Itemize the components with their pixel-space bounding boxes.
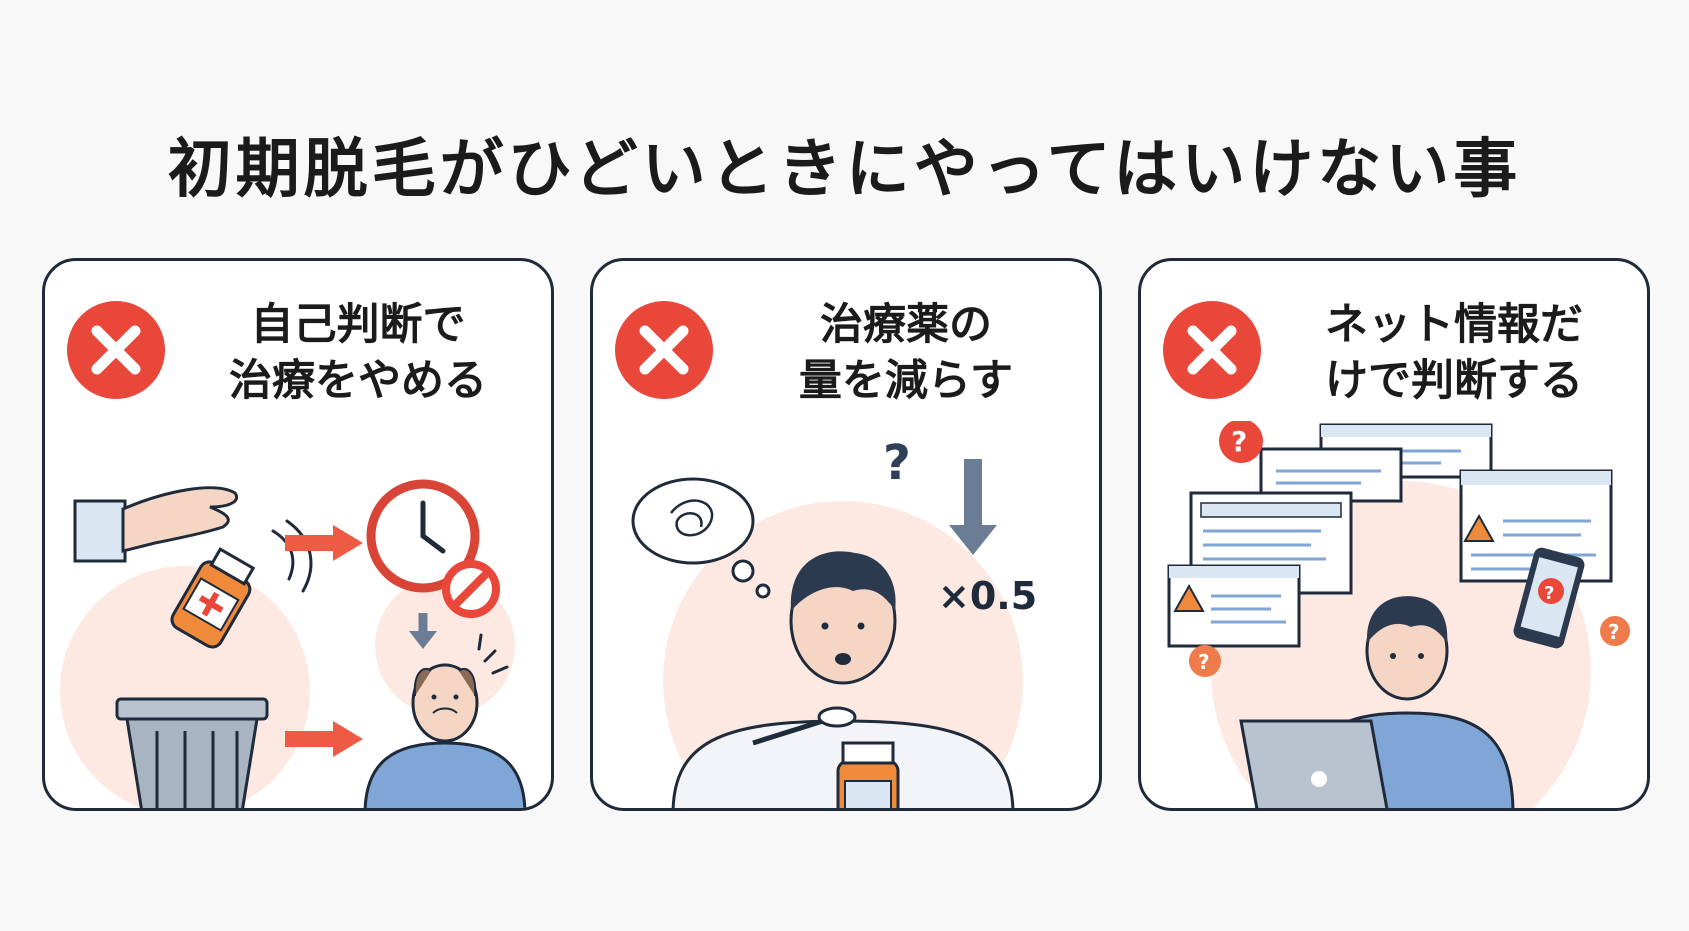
pill-bottle-icon <box>836 741 900 808</box>
arrow-right-icon <box>285 525 363 561</box>
illustration-internet-info: ? ? ? ? <box>1167 421 1630 808</box>
browser-window-icon <box>1167 564 1301 648</box>
trash-can-icon <box>115 697 269 808</box>
clock-icon <box>366 479 480 593</box>
x-mark-icon <box>67 301 165 399</box>
heading-line-2: 量を減らす <box>798 356 1014 406</box>
question-mark-icon: ? <box>883 435 911 491</box>
smartphone-icon: ? <box>1513 547 1585 649</box>
svg-text:?: ? <box>1198 650 1210 674</box>
card-heading: ネット情報だ けで判断する <box>1269 297 1639 409</box>
laptop-icon <box>1239 719 1389 808</box>
ratio-label: ×0.5 <box>938 574 1037 618</box>
heading-line-2: けで判断する <box>1325 356 1583 406</box>
arrow-down-icon <box>409 613 437 649</box>
illustration-stop-treatment <box>60 479 527 808</box>
question-bubble-icon: ? <box>1219 421 1263 463</box>
heading-line-1: 自己判断で <box>250 300 466 350</box>
pill-bottle-icon <box>170 547 256 649</box>
x-mark-icon <box>1163 301 1261 399</box>
question-bubble-icon: ? <box>1600 616 1630 646</box>
card-heading: 治療薬の 量を減らす <box>721 297 1091 409</box>
arrow-down-icon <box>949 459 997 555</box>
card-internet-info: ネット情報だ けで判断する <box>1138 258 1650 811</box>
prohibited-icon <box>442 560 500 618</box>
illustration-reduce-dose: ? ×0.5 <box>631 435 1037 808</box>
svg-text:?: ? <box>1544 583 1554 604</box>
worried-man-icon <box>363 633 527 808</box>
svg-text:?: ? <box>1608 620 1620 644</box>
card-stop-treatment: 自己判断で 治療をやめる <box>42 258 554 811</box>
card-heading: 自己判断で 治療をやめる <box>173 297 543 409</box>
x-mark-icon <box>615 301 713 399</box>
page-title: 初期脱毛がひどいときにやってはいけない事 <box>167 133 1522 207</box>
card-reduce-dose: 治療薬の 量を減らす ? ×0.5 <box>590 258 1102 811</box>
heading-line-1: 治療薬の <box>820 300 992 350</box>
heading-line-1: ネット情報だ <box>1325 300 1583 350</box>
arrow-right-icon <box>285 721 363 757</box>
thought-bubble-icon <box>631 477 771 599</box>
spoon-icon <box>752 706 857 746</box>
heading-line-2: 治療をやめる <box>229 356 487 406</box>
question-bubble-icon: ? <box>1189 645 1221 677</box>
hand-icon <box>73 486 238 563</box>
svg-text:?: ? <box>1231 425 1247 458</box>
